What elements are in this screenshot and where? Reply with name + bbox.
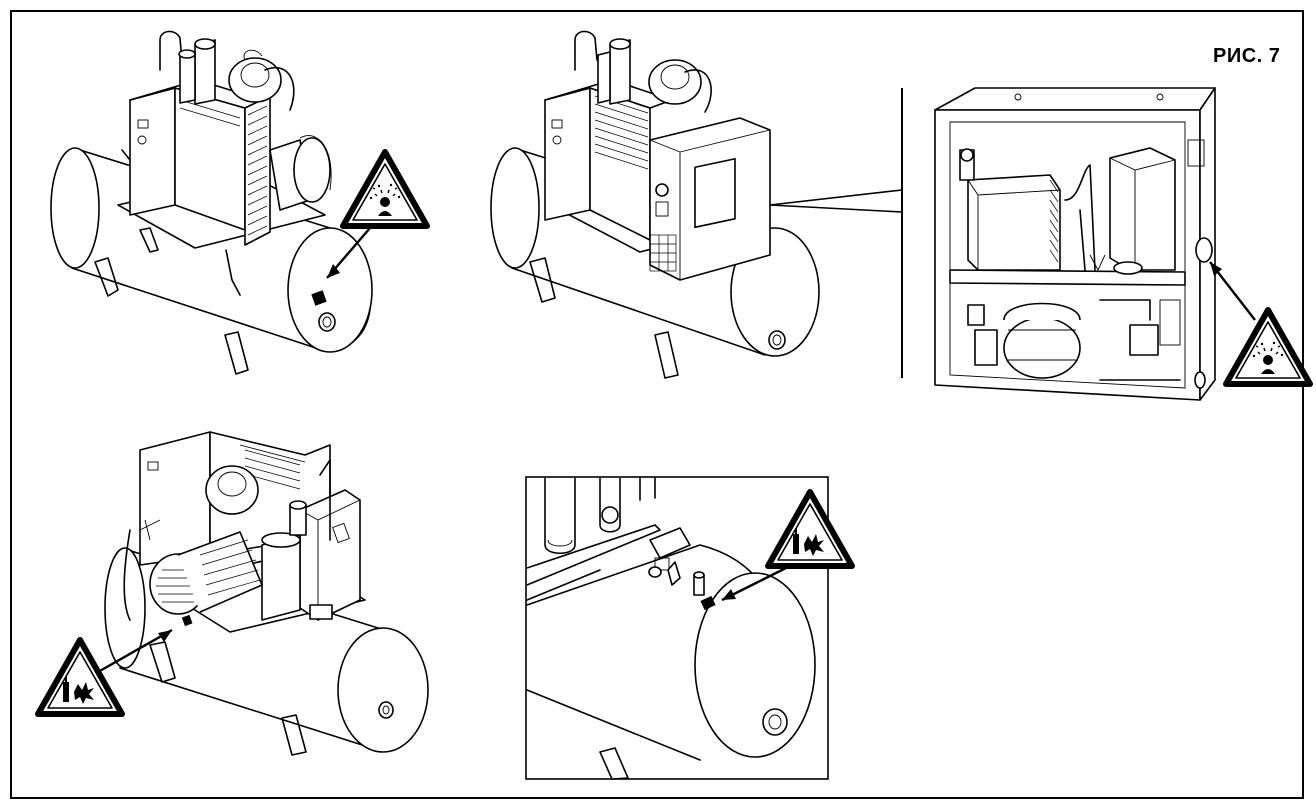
pressure-explosion-warning-icon [721,492,852,602]
tank-detail-inset [525,476,829,780]
compressor-dryer-enclosed [490,30,820,379]
figure-frame [10,10,1304,799]
figure-label: РИС. 7 [1213,45,1281,67]
compressor-tank-top-left [50,30,373,375]
dryer-unit-open [934,87,1216,401]
compressor-tank-bottom-left [104,431,429,756]
hot-air-warning-icon [326,152,427,279]
pressure-explosion-warning-icon [38,628,173,714]
detail-callout-lines [769,88,903,378]
hot-air-warning-icon [1209,261,1310,384]
